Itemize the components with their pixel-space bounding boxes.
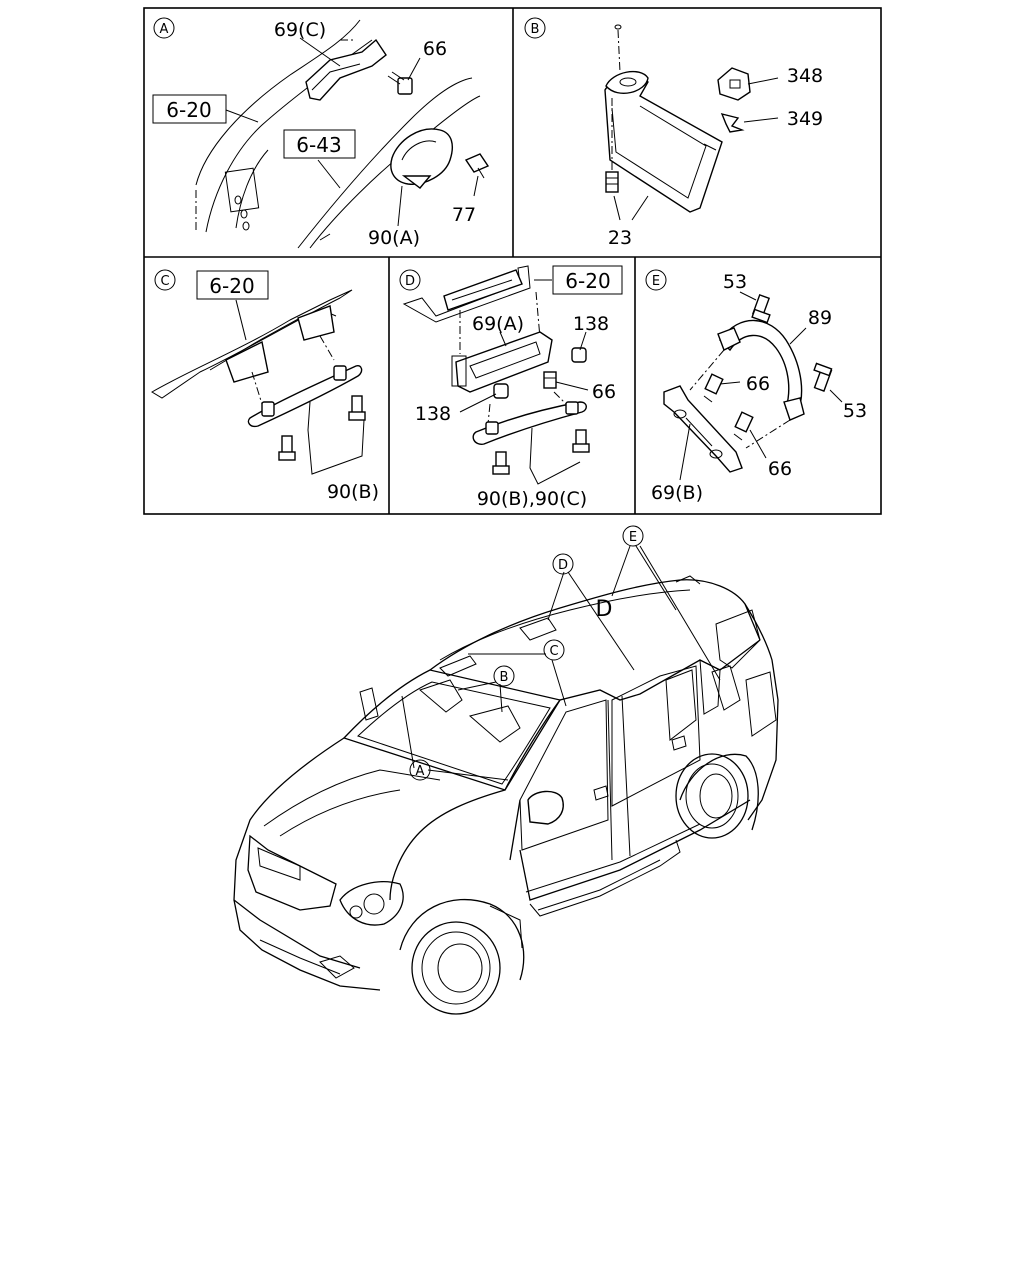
label-138-upper: 138 [573, 313, 609, 335]
panel-grid [143, 7, 882, 515]
label-77: 77 [452, 204, 476, 226]
screw-b [605, 171, 619, 193]
bolt-66 [387, 71, 413, 95]
vehicle-overview: A B C D E D [233, 525, 779, 1015]
label-53-right: 53 [843, 400, 867, 422]
callout-a: A [416, 764, 425, 779]
grip-90a [390, 128, 453, 189]
label-66: 66 [423, 38, 447, 60]
roof-letter-d: D [596, 597, 613, 622]
callout-d: D [558, 558, 568, 573]
ref-6-43: 6-43 [296, 133, 341, 157]
panel-d: D 6-20 [399, 265, 623, 510]
panel-e: E [645, 269, 867, 504]
grip-90bc [472, 401, 587, 445]
nut-138-lower [493, 383, 509, 399]
ref-6-20: 6-20 [565, 269, 610, 293]
clip-349 [720, 112, 745, 133]
bolt-66-d [543, 371, 557, 389]
ref-6-20: 6-20 [166, 98, 211, 122]
callout-c: C [549, 644, 558, 659]
screw-c-right [348, 395, 366, 421]
nut-138-upper [571, 347, 587, 363]
sunvisor-23 [604, 70, 723, 213]
screw-d-right [572, 429, 590, 453]
svg-text:D: D [405, 274, 415, 289]
panel-e-badge: E [645, 269, 667, 291]
bracket-69b [663, 385, 743, 473]
clip-348 [717, 67, 751, 101]
vehicle-callouts: A B C D E D [401, 525, 721, 781]
panel-b: B 348 349 2 [524, 17, 823, 249]
ref-6-20: 6-20 [209, 274, 254, 298]
panel-b-badge: B [524, 17, 546, 39]
label-138-lower: 138 [415, 403, 451, 425]
screw-53-right [813, 362, 833, 392]
bolt-66-lower [733, 411, 754, 441]
grip-90b [247, 364, 363, 428]
screw-53-top [751, 293, 771, 324]
panel-a: A [152, 17, 490, 249]
label-348: 348 [787, 65, 823, 87]
label-66-lower: 66 [768, 458, 792, 480]
svg-text:B: B [531, 22, 540, 37]
label-90a: 90(A) [368, 227, 420, 249]
callout-e: E [629, 530, 637, 545]
screw-d-left [492, 451, 510, 475]
label-69c: 69(C) [274, 19, 326, 41]
screw-c-left [278, 435, 296, 461]
svg-text:E: E [652, 274, 660, 289]
label-69a: 69(A) [472, 313, 524, 335]
label-66-upper: 66 [746, 373, 770, 395]
label-69b: 69(B) [651, 482, 703, 504]
panel-c: C 6-20 90(B) [151, 269, 379, 503]
svg-text:C: C [160, 274, 169, 289]
panel-c-badge: C [154, 269, 176, 291]
label-90bc: 90(B),90(C) [477, 488, 587, 510]
label-66: 66 [592, 381, 616, 403]
bolt-66-upper [703, 373, 724, 403]
panel-d-badge: D [399, 269, 421, 291]
grip-89 [717, 319, 805, 421]
label-23: 23 [608, 227, 632, 249]
label-53-top: 53 [723, 271, 747, 293]
label-90b: 90(B) [327, 481, 379, 503]
svg-text:A: A [160, 22, 169, 37]
clip-77 [464, 153, 490, 179]
callout-b: B [500, 670, 509, 685]
bracket-69a [451, 331, 553, 393]
panel-a-badge: A [153, 17, 175, 39]
label-89: 89 [808, 307, 832, 329]
label-349: 349 [787, 108, 823, 130]
